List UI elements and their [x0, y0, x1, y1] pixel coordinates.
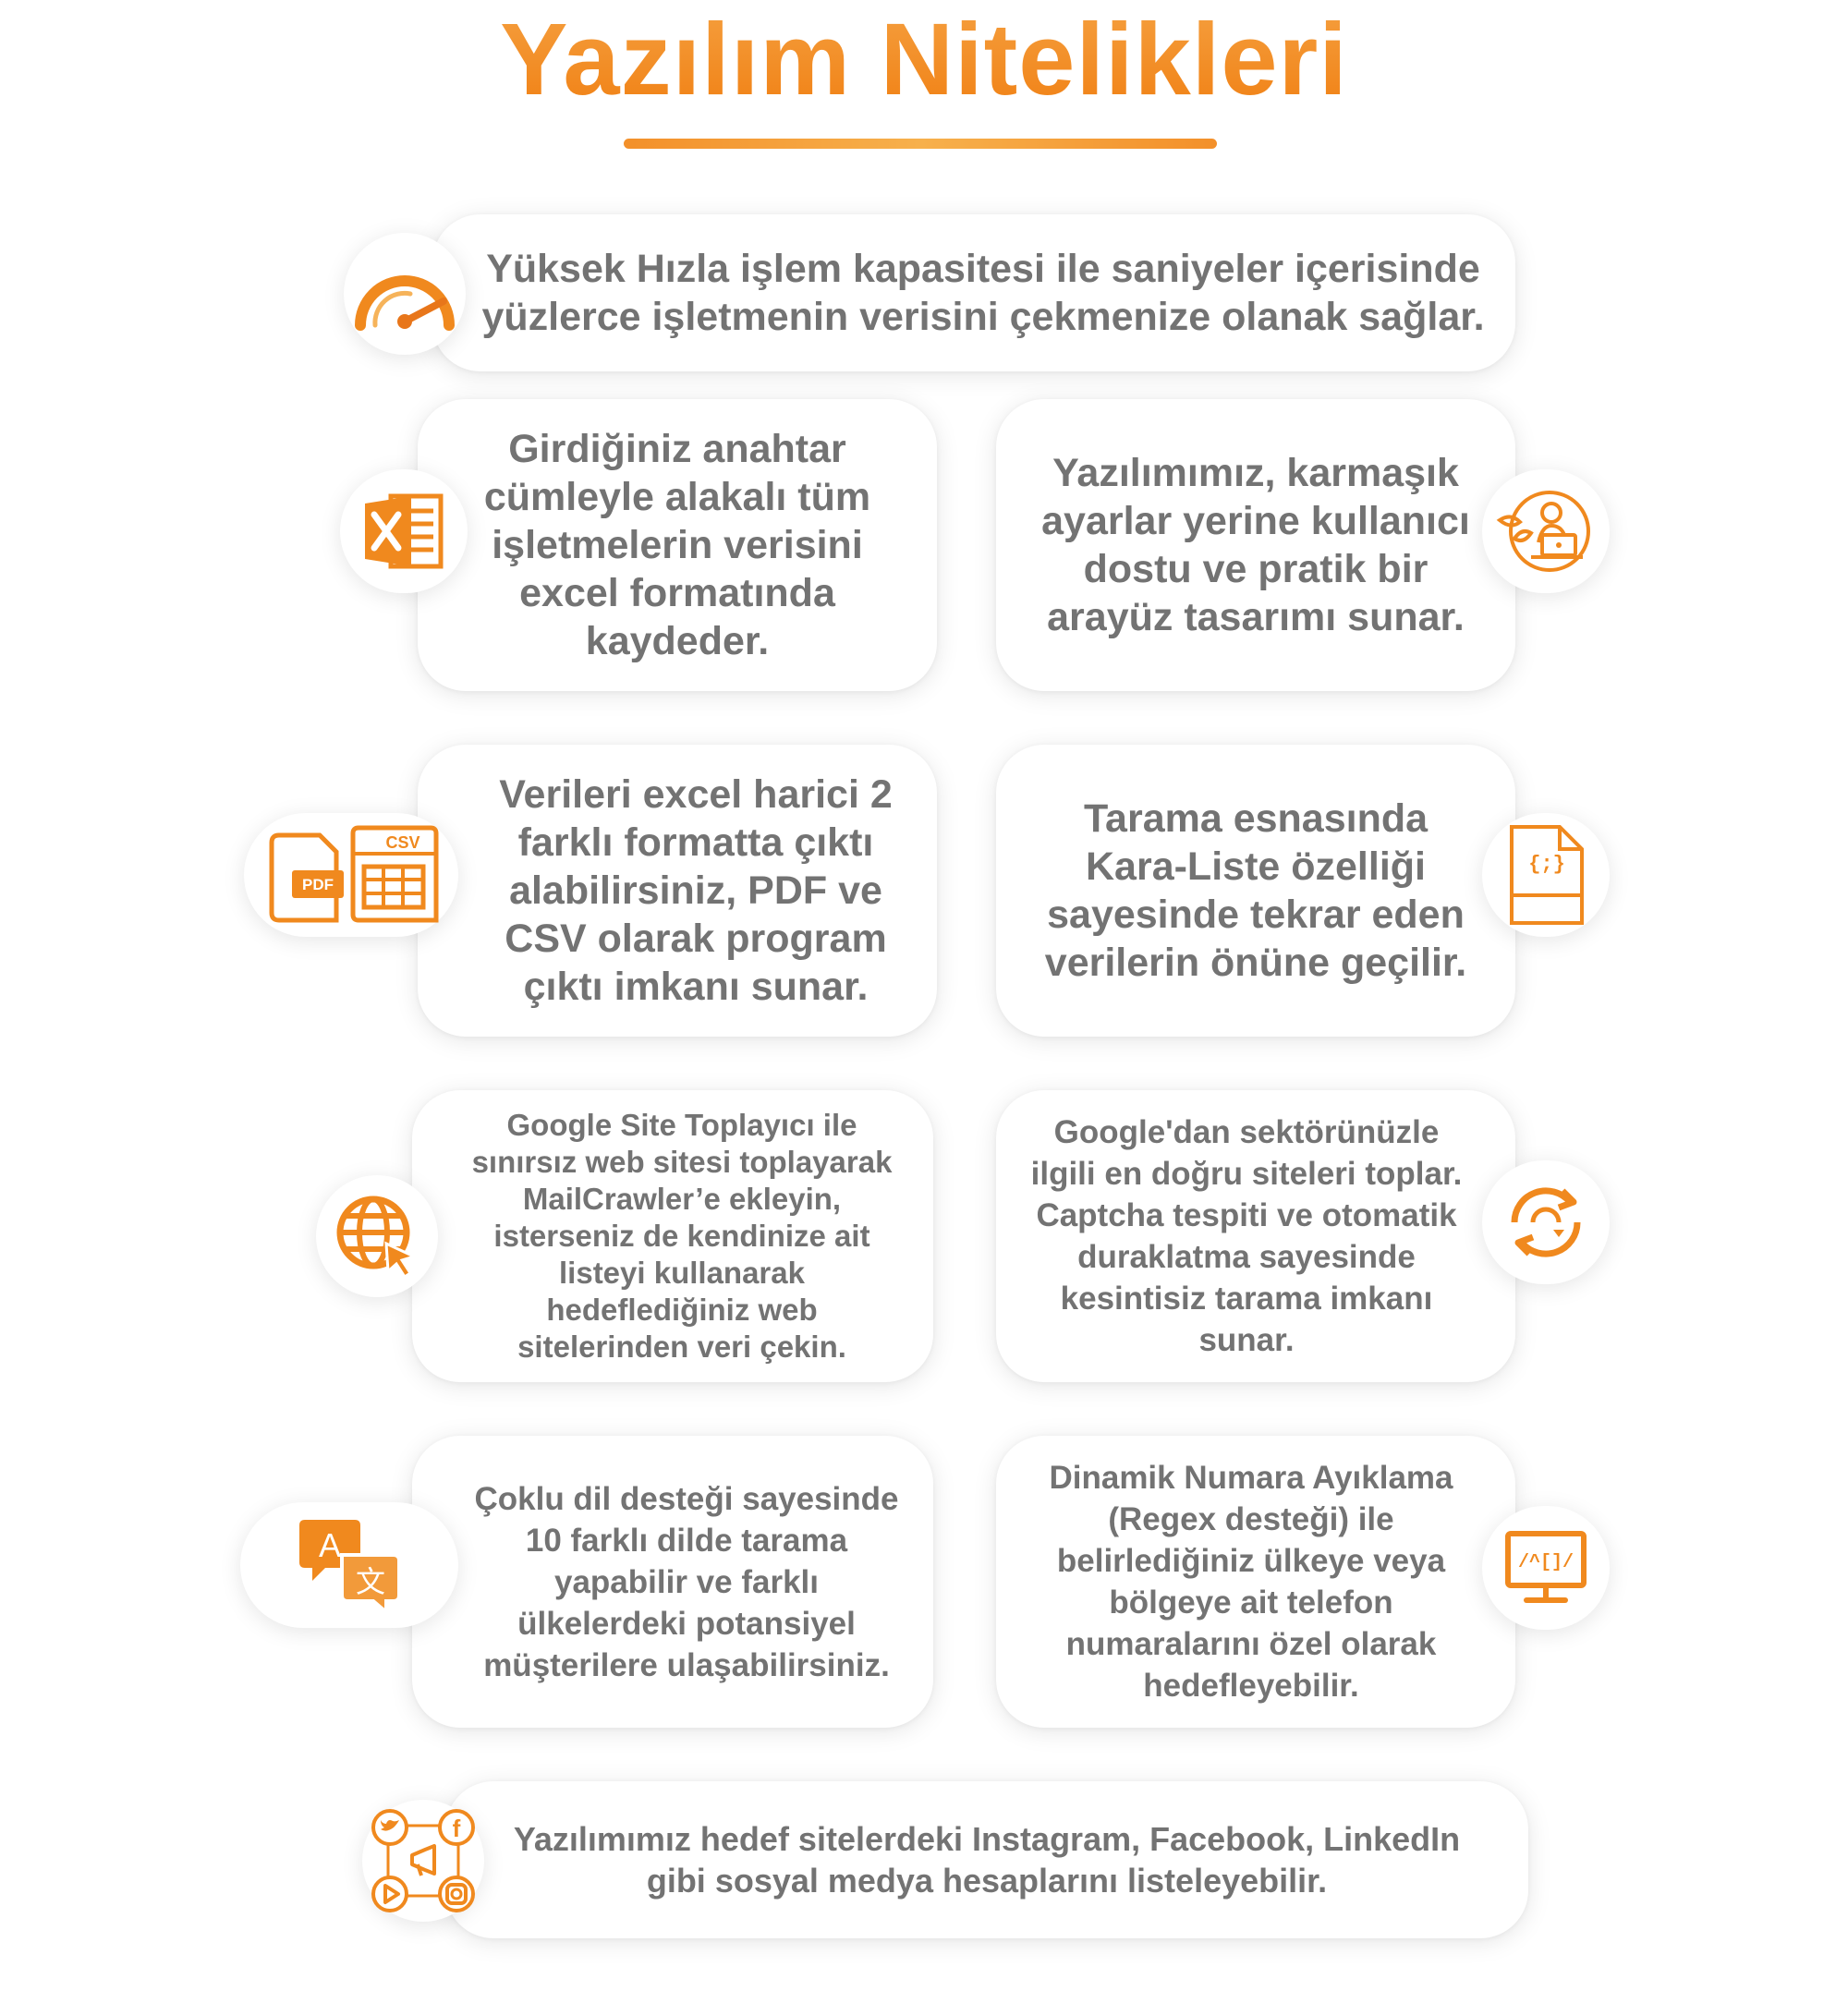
translate-letter-a: A — [319, 1526, 341, 1564]
feature-card-excel: Girdiğiniz anahtar cümleyle alakalı tüm … — [418, 399, 937, 691]
formats-icon-bubble: PDF CSV — [244, 813, 458, 937]
feature-text: Yüksek Hızla işlem kapasitesi ile saniye… — [481, 247, 1485, 339]
code-file-icon: {;} — [1510, 825, 1584, 925]
feature-text: Dinamik Numara Ayıklama (Regex desteği) … — [1049, 1460, 1453, 1704]
translate-character: 文 — [356, 1564, 385, 1599]
user-laptop-icon — [1496, 491, 1590, 572]
translate-icon: A 文 — [299, 1520, 401, 1616]
feature-text: Çoklu dil desteği sayesinde 10 farklı di… — [474, 1480, 899, 1683]
globe-cursor-icon — [336, 1196, 419, 1280]
refresh-cycle-icon — [1511, 1187, 1581, 1257]
feature-card-google-collect: Google'dan sektörünüzle ilgili en doğru … — [996, 1090, 1515, 1382]
feature-card-multilingual: Çoklu dil desteği sayesinde 10 farklı di… — [412, 1436, 933, 1728]
regex-label: /^[]/ — [1518, 1552, 1574, 1573]
feature-text: Girdiğiniz anahtar cümleyle alakalı tüm … — [483, 427, 871, 663]
feature-text: Tarama esnasında Kara-Liste özelliği say… — [1044, 796, 1467, 985]
facebook-letter: f — [453, 1815, 461, 1842]
feature-text: Verileri excel harici 2 farklı formatta … — [499, 772, 893, 1009]
pdf-csv-icon: PDF CSV — [269, 825, 439, 923]
regex-icon-bubble: /^[]/ — [1482, 1506, 1610, 1630]
excel-icon-bubble — [340, 469, 468, 593]
title-underline — [624, 139, 1217, 149]
feature-text: Google'dan sektörünüzle ilgili en doğru … — [1030, 1114, 1463, 1358]
google-collect-icon-bubble — [1482, 1160, 1610, 1284]
feature-card-blacklist: Tarama esnasında Kara-Liste özelliği say… — [996, 745, 1515, 1037]
speedometer-icon — [355, 275, 455, 331]
page-title: Yazılım Nitelikleri — [0, 0, 1848, 120]
csv-label: CSV — [385, 833, 419, 852]
regex-monitor-icon: /^[]/ — [1505, 1531, 1587, 1603]
feature-card-social: Yazılımımız hedef sitelerdeki Instagram,… — [445, 1781, 1528, 1938]
feature-text: Yazılımımız, karmaşık ayarlar yerine kul… — [1041, 451, 1470, 639]
feature-card-site-collector: Google Site Toplayıcı ile sınırsız web s… — [412, 1090, 933, 1382]
feature-text: Google Site Toplayıcı ile sınırsız web s… — [471, 1108, 893, 1364]
excel-icon — [365, 493, 444, 569]
speed-icon-bubble — [344, 233, 466, 355]
pdf-label: PDF — [302, 876, 334, 893]
feature-card-speed: Yüksek Hızla işlem kapasitesi ile saniye… — [432, 214, 1515, 371]
code-braces-label: {;} — [1528, 853, 1565, 876]
blacklist-icon-bubble: {;} — [1482, 813, 1610, 937]
feature-card-interface: Yazılımımız, karmaşık ayarlar yerine kul… — [996, 399, 1515, 691]
social-icon-bubble: f — [362, 1800, 484, 1922]
multilingual-icon-bubble: A 文 — [240, 1502, 458, 1628]
interface-icon-bubble — [1482, 469, 1610, 593]
feature-text: Yazılımımız hedef sitelerdeki Instagram,… — [513, 1820, 1461, 1900]
social-media-icon: f — [371, 1809, 475, 1912]
feature-card-regex: Dinamik Numara Ayıklama (Regex desteği) … — [996, 1436, 1515, 1728]
feature-card-formats: Verileri excel harici 2 farklı formatta … — [418, 745, 937, 1037]
site-collector-icon-bubble — [316, 1175, 438, 1297]
